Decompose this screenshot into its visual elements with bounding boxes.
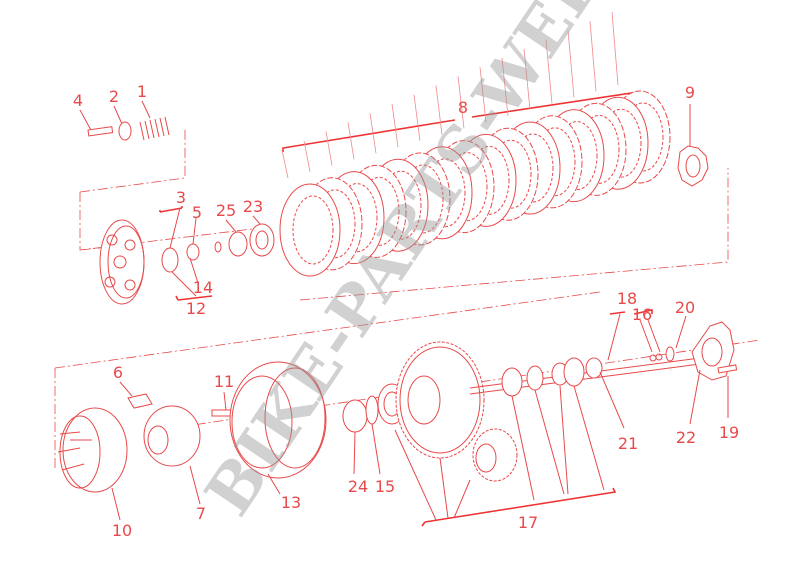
- label-22: 22: [676, 428, 696, 447]
- label-10: 10: [112, 521, 132, 540]
- label-7: 7: [196, 504, 206, 523]
- label-11: 11: [214, 372, 234, 391]
- label-8: 8: [458, 98, 468, 117]
- label-20: 20: [675, 298, 695, 317]
- label-2: 2: [109, 87, 119, 106]
- label-18: 18: [617, 289, 637, 308]
- label-4: 4: [73, 91, 83, 110]
- label-3: 3: [176, 188, 186, 207]
- label-23: 23: [243, 197, 263, 216]
- label-16: 16: [632, 305, 652, 324]
- clutch-plate: [279, 149, 341, 277]
- parts-top-left: [79, 100, 275, 305]
- label-17: 17: [518, 513, 538, 532]
- label-5: 5: [192, 203, 202, 222]
- label-13: 13: [281, 493, 301, 512]
- label-19: 19: [719, 423, 739, 442]
- label-12: 12: [186, 299, 206, 318]
- axis-lines: [54, 128, 761, 470]
- label-1: 1: [137, 82, 147, 101]
- parts-bottom: [57, 309, 738, 527]
- clutch-plate-stack: [279, 11, 671, 277]
- label-9: 9: [685, 83, 695, 102]
- label-14: 14: [193, 278, 213, 297]
- part-labels: 4 2 1 8 9 3 5 25 23 14 12 6 11 18 16 20 …: [73, 82, 739, 540]
- part-9-washer: [677, 104, 709, 187]
- label-15: 15: [375, 477, 395, 496]
- label-24: 24: [348, 477, 368, 496]
- label-21: 21: [618, 434, 638, 453]
- label-25: 25: [216, 201, 236, 220]
- label-6: 6: [113, 363, 123, 382]
